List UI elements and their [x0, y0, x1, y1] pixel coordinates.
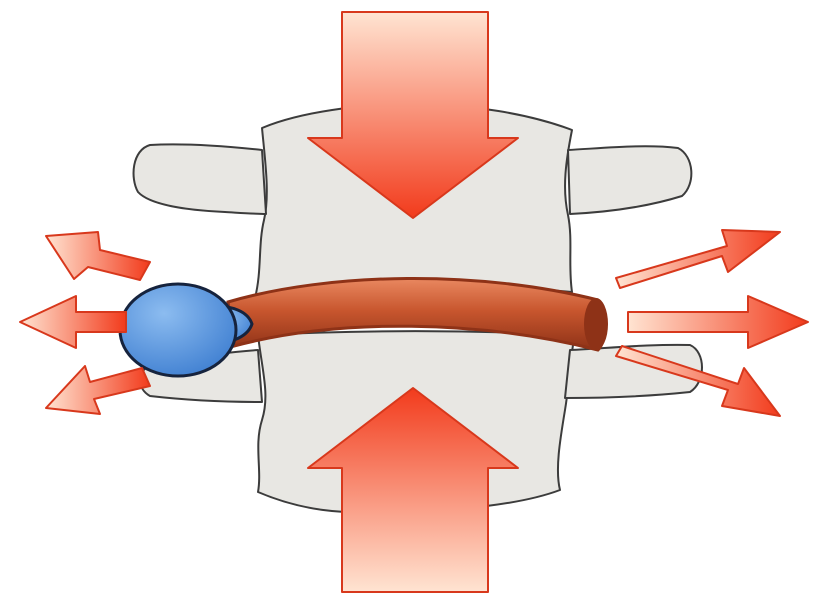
right-upper-process	[567, 145, 693, 215]
right-pressure-arrows	[615, 229, 809, 417]
nucleus-bulge	[118, 282, 238, 378]
left-middle-arrow	[19, 295, 127, 349]
disc-right-end	[584, 298, 608, 350]
bottom-up-arrow	[307, 387, 519, 593]
left-pressure-arrows	[19, 231, 151, 415]
right-middle-arrow	[627, 295, 809, 349]
intervertebral-disc	[226, 277, 608, 352]
right-lower-arrow	[615, 345, 781, 417]
compression-arrows	[307, 11, 519, 593]
left-upper-process	[132, 143, 267, 215]
left-lower-arrow	[45, 365, 151, 415]
left-upper-arrow	[45, 231, 151, 281]
top-down-arrow	[307, 11, 519, 219]
right-upper-arrow	[615, 229, 781, 289]
